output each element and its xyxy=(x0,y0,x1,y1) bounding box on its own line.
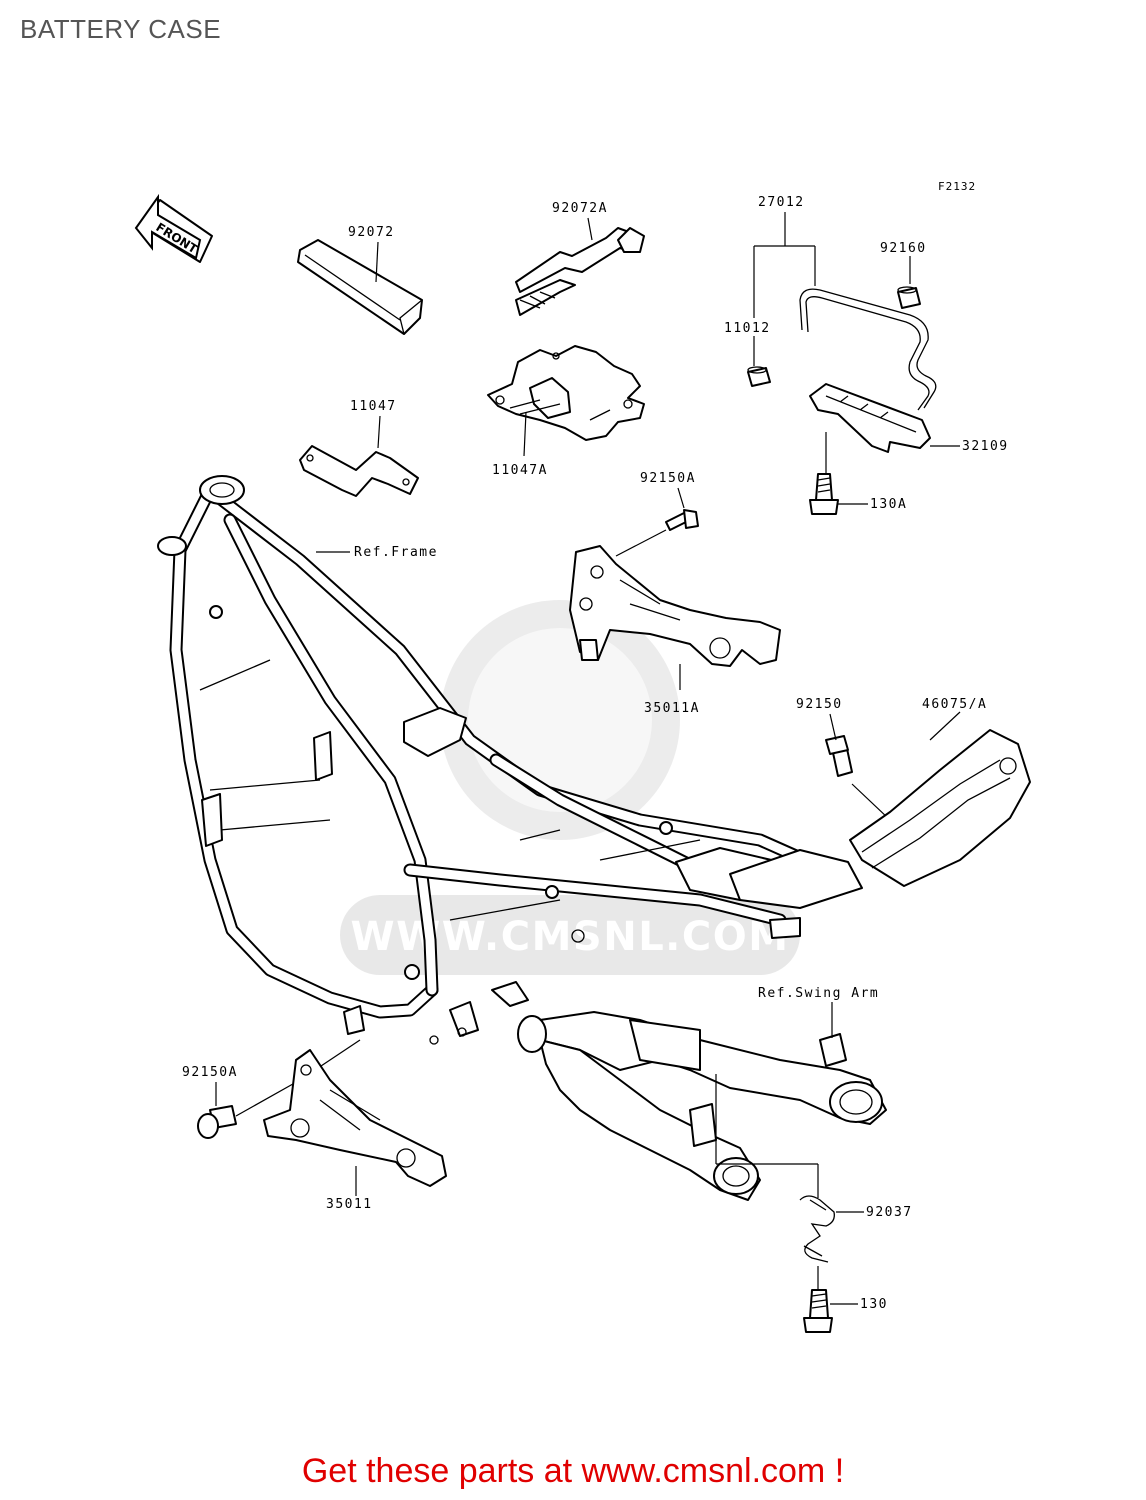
part-92150-bolt xyxy=(825,735,853,777)
label-11047: 11047 xyxy=(350,399,397,414)
label-92150A-top: 92150A xyxy=(640,471,696,486)
part-27012-hose xyxy=(799,288,937,411)
part-92160-sleeve xyxy=(897,286,921,309)
part-46075A-cover xyxy=(849,729,1031,887)
page-title: BATTERY CASE xyxy=(20,14,222,44)
label-92160: 92160 xyxy=(880,241,927,256)
label-46075A: 46075/A xyxy=(922,697,987,712)
part-92037-clip xyxy=(799,1195,835,1263)
watermark-text: WWW.CMSNL.COM xyxy=(350,914,789,960)
part-92072-strap xyxy=(297,239,423,335)
part-35011-bracket xyxy=(263,1049,447,1187)
part-35011A-bracket xyxy=(569,545,781,667)
part-92150A-top-bolt xyxy=(665,509,699,531)
label-130: 130 xyxy=(860,1297,888,1312)
label-ref-frame: Ref.Frame xyxy=(354,545,438,560)
label-92150A-bottom: 92150A xyxy=(182,1065,238,1080)
part-130-bolt xyxy=(803,1289,833,1333)
part-92150A-bottom-bolt xyxy=(197,1105,237,1139)
label-35011: 35011 xyxy=(326,1197,373,1212)
part-32109-holder xyxy=(809,383,931,453)
label-92037: 92037 xyxy=(866,1205,913,1220)
label-92072A: 92072A xyxy=(552,201,608,216)
front-arrow-icon: FRONT xyxy=(134,193,213,263)
swing-arm xyxy=(517,1011,887,1201)
part-130A-bolt xyxy=(809,473,839,515)
label-92150: 92150 xyxy=(796,697,843,712)
label-32109: 32109 xyxy=(962,439,1009,454)
part-11047A-case xyxy=(487,345,645,441)
label-27012: 27012 xyxy=(758,195,805,210)
figure-code: F2132 xyxy=(938,180,976,193)
label-11047A: 11047A xyxy=(492,463,548,478)
label-92072: 92072 xyxy=(348,225,395,240)
label-11012: 11012 xyxy=(724,321,771,336)
part-11047-bracket xyxy=(299,445,419,497)
frame xyxy=(157,475,863,1045)
part-11012-cap xyxy=(747,366,771,387)
label-130A: 130A xyxy=(870,497,907,512)
label-ref-swing-arm: Ref.Swing Arm xyxy=(758,986,879,1001)
call-to-action-link[interactable]: Get these parts at www.cmsnl.com ! xyxy=(301,1452,845,1490)
part-92072A-strap xyxy=(515,227,645,316)
label-35011A: 35011A xyxy=(644,701,700,716)
watermark-logo: WWW.CMSNL.COM xyxy=(340,600,800,975)
